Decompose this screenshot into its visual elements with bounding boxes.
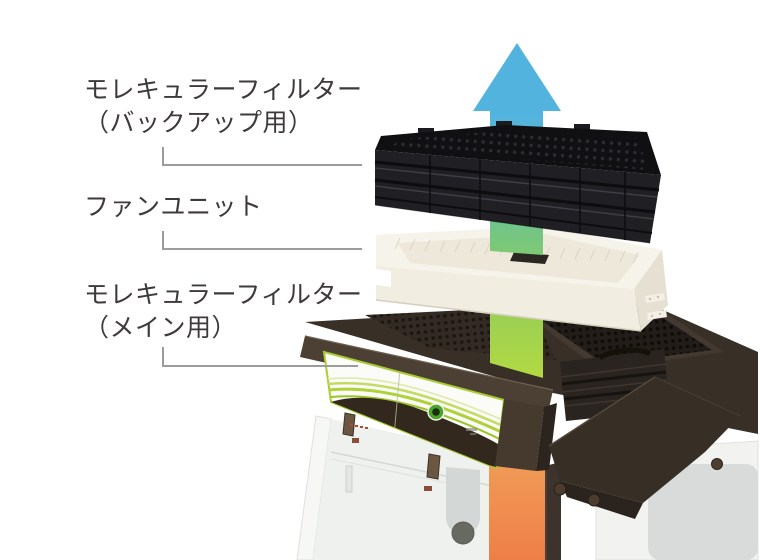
hood-edge <box>654 376 741 417</box>
label-fan-unit-line1: ファンユニット <box>84 193 263 221</box>
brand-badge-center <box>432 408 440 416</box>
hood-body <box>549 377 740 503</box>
hood-knob <box>553 482 567 496</box>
backup-filter-top-mesh <box>390 131 648 170</box>
cabinet-right-post <box>545 462 561 560</box>
connector-backup-filter <box>162 147 362 166</box>
fan-unit <box>375 226 668 332</box>
fan-left-notch <box>376 269 391 287</box>
hood-ridge <box>548 376 656 447</box>
panel-logo-mark-2 <box>470 433 476 435</box>
panel-wave <box>324 381 504 432</box>
hood-front-facet <box>560 481 643 519</box>
side-hood <box>548 376 741 519</box>
panel-wave <box>324 395 504 446</box>
filter-rib <box>560 363 667 378</box>
main-filter-handle <box>598 347 652 361</box>
head-front-band <box>300 336 553 413</box>
backup-filter-ribs <box>374 155 660 240</box>
head-unit <box>300 302 758 519</box>
side-panel-knob <box>711 458 723 470</box>
frame-slot <box>345 465 353 493</box>
panel-seam <box>393 368 401 437</box>
fan-center-opening <box>510 252 549 264</box>
label-backup-filter-line1: モレキュラーフィルター <box>84 76 363 104</box>
panel-swoosh <box>331 397 498 468</box>
label-backup-filter: モレキュラーフィルター （バックアップ用） <box>84 74 363 140</box>
hood-knob-2 <box>587 493 601 507</box>
head-right-post-side <box>536 403 557 471</box>
side-window <box>648 464 758 560</box>
fan-front-face <box>376 266 641 331</box>
fan-bottom-shadow <box>375 299 642 332</box>
cabinet-left-frame <box>296 415 332 560</box>
panel-fine-print <box>350 424 368 429</box>
glass-edge-line-2 <box>330 458 463 487</box>
warning-mark-2 <box>424 486 432 491</box>
label-fan-unit: ファンユニット <box>84 191 263 224</box>
fan-right-face <box>634 250 668 331</box>
airflow-arrow-orange-segment <box>489 465 545 560</box>
warning-mark <box>352 438 359 443</box>
label-main-filter-line2: （メイン用） <box>84 314 238 342</box>
label-backup-filter-line2: （バックアップ用） <box>84 109 314 137</box>
panel-wave <box>324 377 504 425</box>
label-main-filter: モレキュラーフィルター （メイン用） <box>84 279 363 345</box>
backup-filter <box>374 121 661 244</box>
backup-filter-tabs <box>418 121 590 135</box>
head-right-post <box>495 399 544 471</box>
sash-handle-hole <box>451 521 475 545</box>
sash-handle <box>445 467 480 535</box>
label-main-filter-line1: モレキュラーフィルター <box>84 281 363 309</box>
fan-right-ribs <box>645 293 667 320</box>
backup-filter-bottom-edge <box>374 204 651 244</box>
connector-fan-unit <box>162 231 362 250</box>
band-highlight <box>304 335 554 391</box>
panel-wave <box>324 387 504 439</box>
airflow-arrow-lime-segment <box>490 309 543 378</box>
panel-logo-mark <box>466 428 477 431</box>
filter-rib-gap <box>561 370 667 386</box>
connector-main-filter <box>162 347 358 367</box>
